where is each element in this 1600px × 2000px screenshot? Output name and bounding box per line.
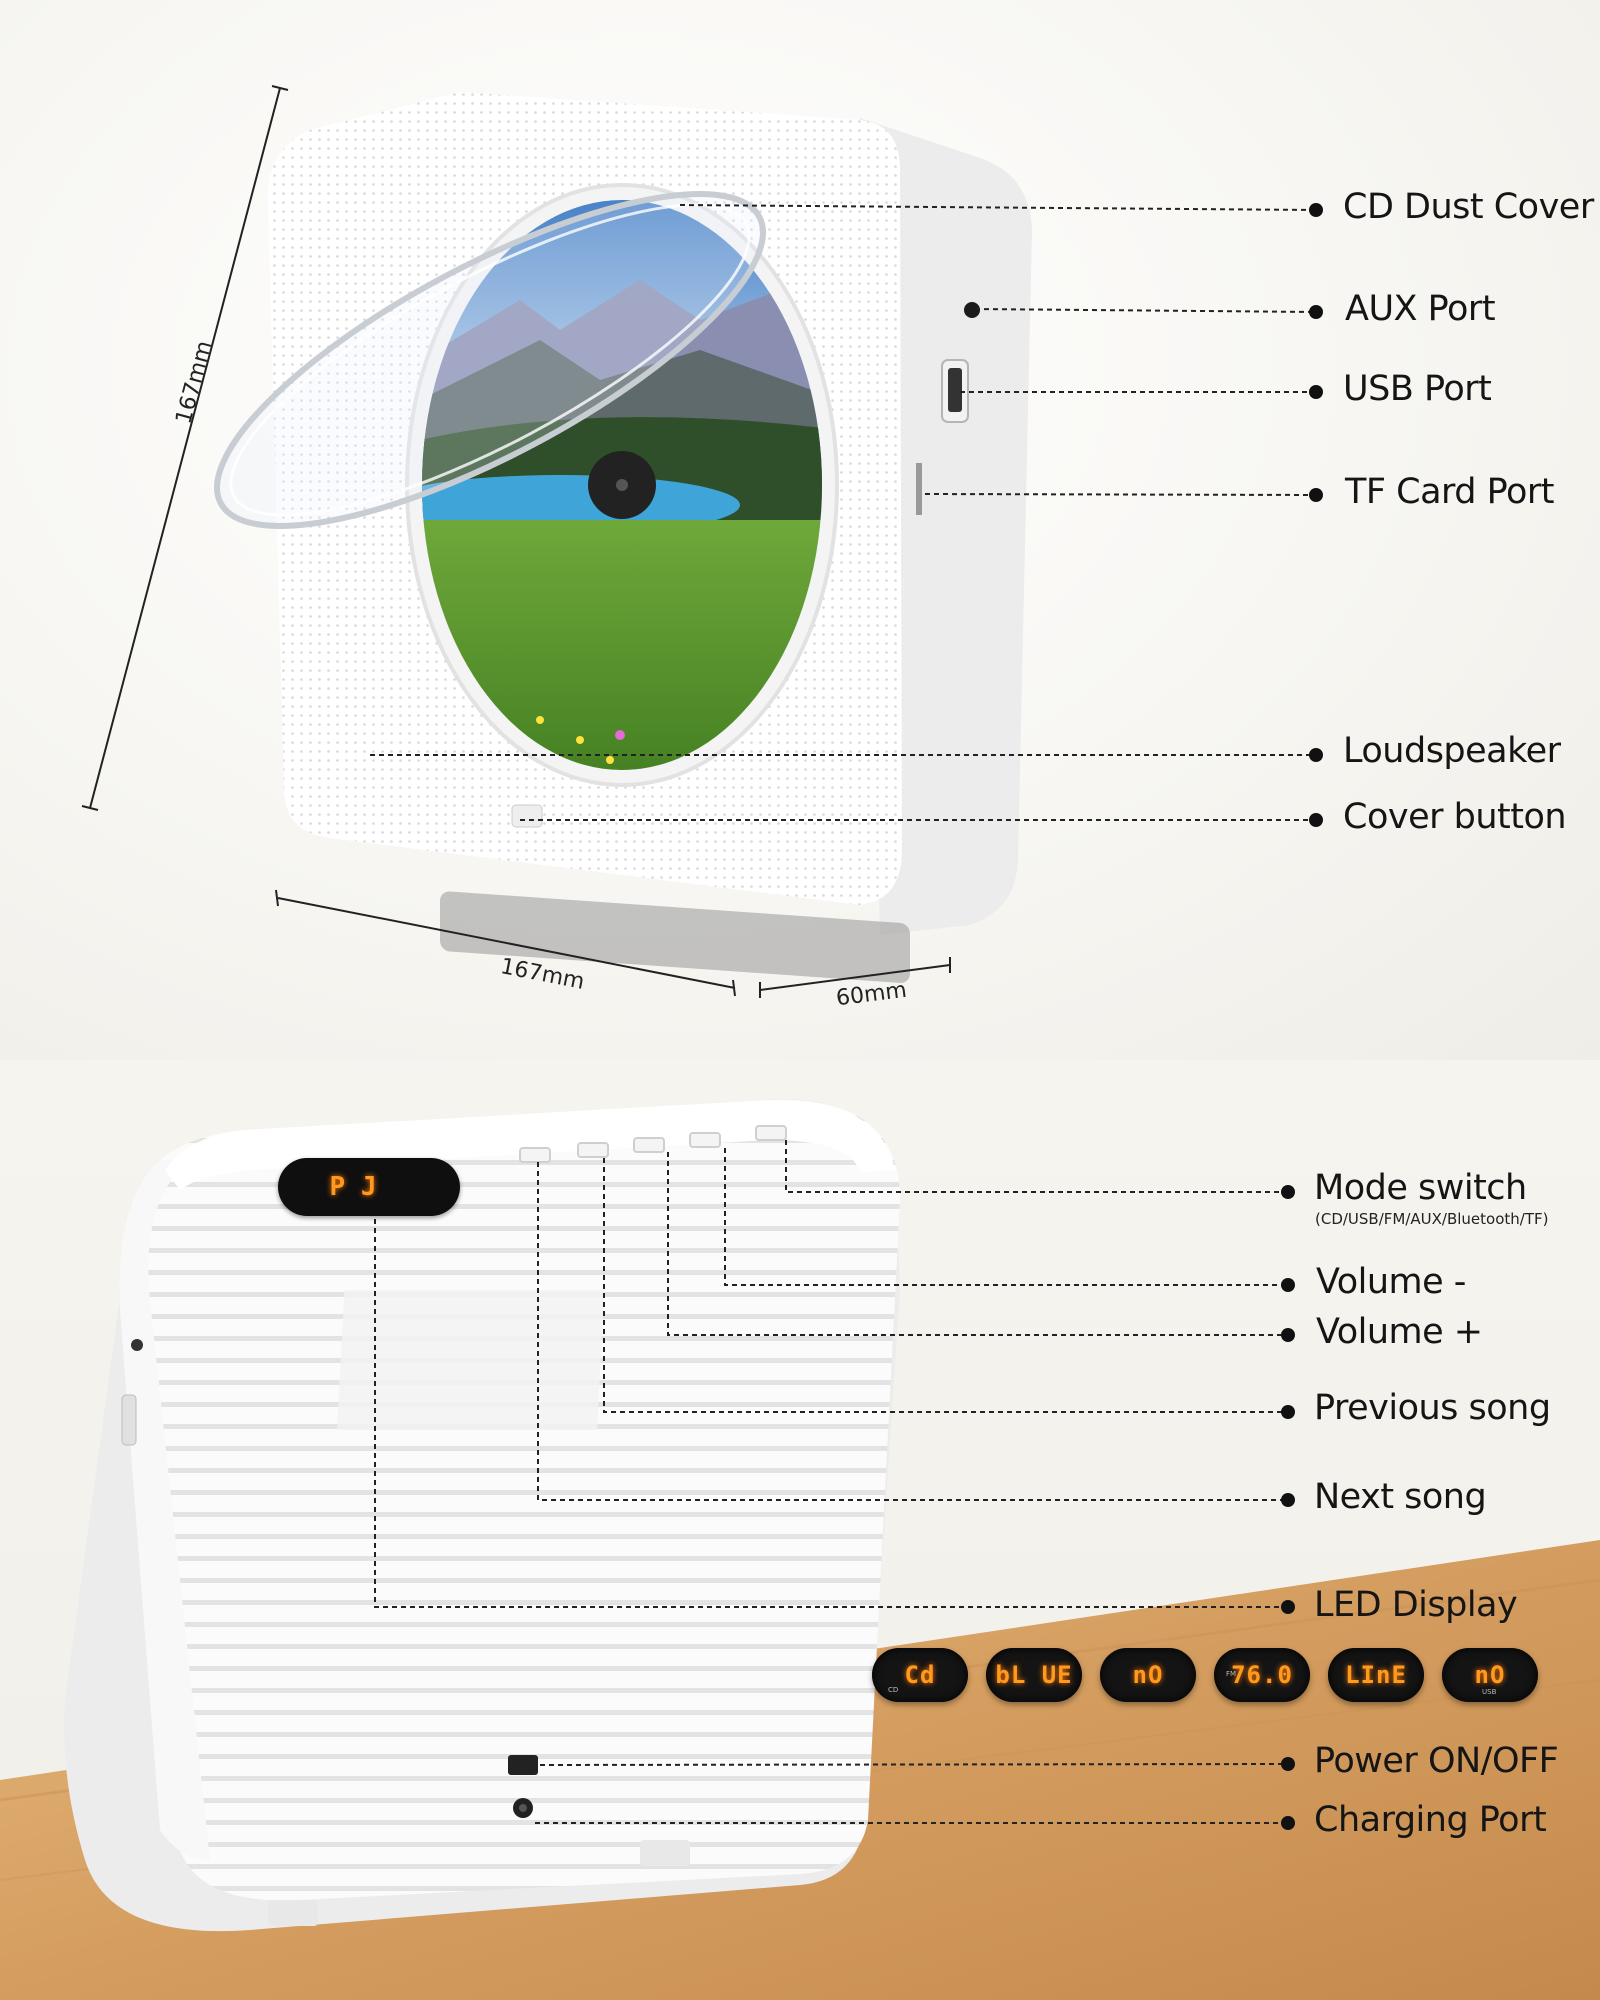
label-cd-dust-cover: CD Dust Cover — [1343, 187, 1594, 227]
led-mode-line: LInE — [1328, 1648, 1424, 1702]
led-mode-text: LInE — [1345, 1661, 1407, 1689]
led-mode-text: nO — [1132, 1661, 1164, 1689]
tf-card-slot — [916, 463, 922, 515]
led-mode-cd: Cd CD — [872, 1648, 968, 1702]
label-next-song: Next song — [1314, 1477, 1487, 1517]
led-mode-tag: USB — [1482, 1688, 1497, 1696]
label-volume-plus: Volume + — [1316, 1312, 1483, 1352]
led-mode-no: nO — [1100, 1648, 1196, 1702]
device-led-text: P J — [329, 1172, 377, 1202]
leader-lines-top — [370, 204, 1317, 821]
label-power: Power ON/OFF — [1314, 1741, 1559, 1781]
led-mode-text: bL UE — [995, 1661, 1073, 1689]
device-side — [860, 118, 1032, 935]
top-buttons — [519, 1125, 787, 1163]
leader-lines-bottom — [374, 1140, 1289, 1824]
label-mode-switch: Mode switch — [1314, 1168, 1527, 1208]
label-previous-song: Previous song — [1314, 1388, 1551, 1428]
led-mode-text: 76.0 — [1231, 1661, 1293, 1689]
label-mode-switch-sub: (CD/USB/FM/AUX/Bluetooth/TF) — [1315, 1210, 1549, 1228]
led-mode-tag: FM — [1226, 1670, 1237, 1678]
led-mode-text: Cd — [904, 1661, 936, 1689]
label-volume-minus: Volume - — [1316, 1262, 1466, 1302]
label-aux-port: AUX Port — [1345, 289, 1496, 329]
power-switch — [508, 1755, 538, 1775]
back-ribbed-panel — [119, 1099, 900, 1901]
dimension-lines — [81, 85, 951, 998]
label-cover-button: Cover button — [1343, 797, 1567, 837]
led-mode-bluetooth: bL UE — [986, 1648, 1082, 1702]
clear-dust-cover — [214, 191, 766, 529]
label-tf-card-port: TF Card Port — [1345, 472, 1555, 512]
device-led-display: P J — [278, 1158, 460, 1216]
aux-port-hole — [964, 302, 980, 318]
label-charging-port: Charging Port — [1314, 1800, 1547, 1840]
label-usb-port: USB Port — [1343, 369, 1492, 409]
led-mode-text: nO — [1474, 1661, 1506, 1689]
led-mode-fm: 76.0 FM — [1214, 1648, 1310, 1702]
label-led-display: LED Display — [1314, 1585, 1518, 1625]
label-loudspeaker: Loudspeaker — [1343, 731, 1561, 771]
led-mode-usb: nO USB — [1442, 1648, 1538, 1702]
led-mode-tag: CD — [888, 1686, 899, 1694]
